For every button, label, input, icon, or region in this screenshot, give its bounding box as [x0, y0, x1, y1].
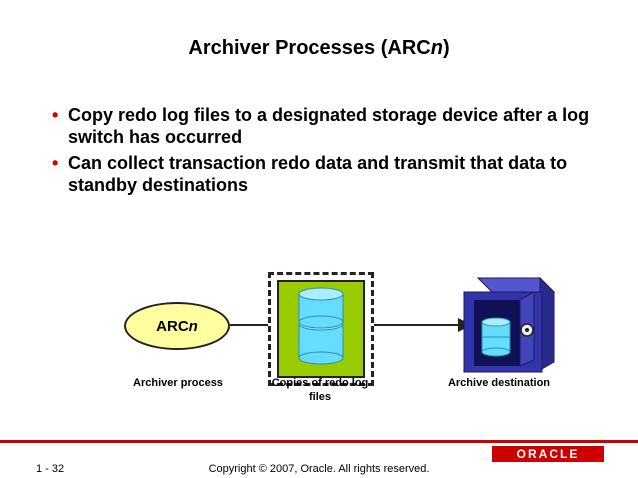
oracle-logo: ORACLE — [492, 446, 604, 462]
title-suffix: ) — [442, 37, 450, 59]
copyright-notice: Copyright © 2007, Oracle. All rights res… — [208, 463, 430, 475]
bullet-text: Copy redo log files to a designated stor… — [68, 105, 590, 147]
redo-log-cylinders-icon — [298, 287, 344, 365]
label-archive-destination: Archive destination — [447, 377, 551, 389]
oval-prefix: ARC — [156, 317, 189, 335]
bullet-marker: • — [52, 105, 59, 125]
oval-italic-n: n — [188, 317, 198, 335]
bullet-item: • Copy redo log files to a designated st… — [44, 104, 604, 148]
bullet-marker: • — [52, 153, 59, 173]
label-redo-copies: Copies of redo log files — [271, 377, 369, 403]
title-prefix: Archiver Processes (ARC — [188, 37, 431, 59]
title-italic-n: n — [430, 37, 443, 59]
bullet-item: • Can collect transaction redo data and … — [44, 152, 604, 196]
bullet-list: • Copy redo log files to a designated st… — [44, 104, 604, 200]
footer-divider — [0, 440, 638, 443]
bullet-text: Can collect transaction redo data and tr… — [68, 153, 568, 195]
redo-copies-box — [277, 280, 365, 378]
label-archiver-process: Archiver process — [133, 377, 223, 389]
slide-title: Archiver Processes (ARCn) — [0, 36, 638, 60]
page-number: 1 - 32 — [36, 463, 65, 475]
archive-vault-icon — [456, 270, 560, 388]
